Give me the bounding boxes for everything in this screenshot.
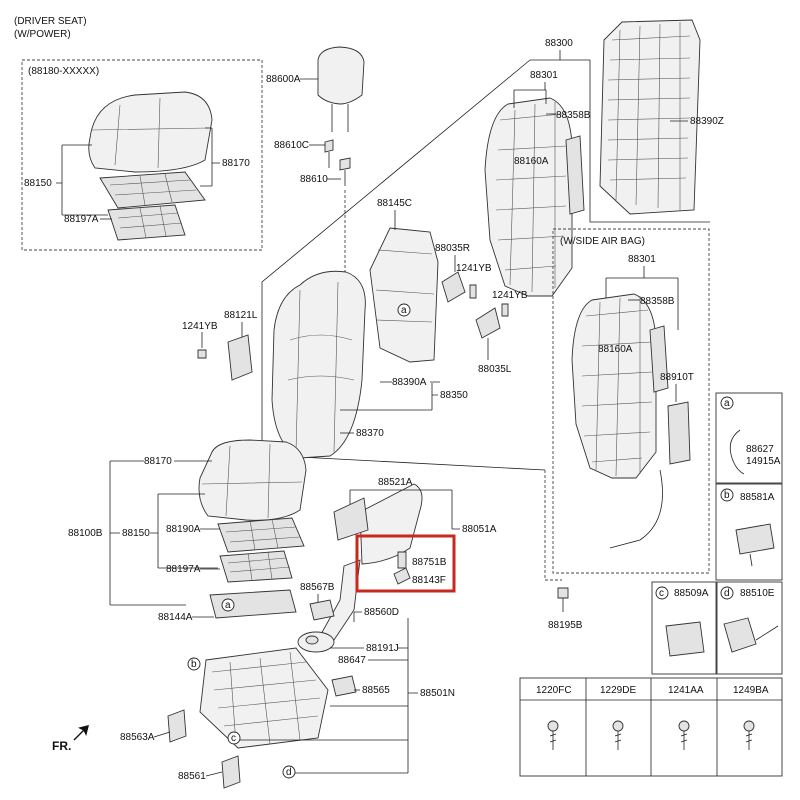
panel-c-callout: c	[659, 588, 664, 599]
label-88144A: 88144A	[158, 612, 193, 623]
callout-a-1: a	[401, 305, 407, 316]
seat-back-cover-illustration	[271, 270, 366, 459]
cushion-variant-box	[21, 59, 263, 251]
fastener-1241AA: 1241AA	[668, 685, 704, 696]
panel-a-callout: a	[724, 398, 730, 409]
cushion-top-illustration	[88, 91, 213, 241]
label-88358B: 88358B	[556, 110, 591, 121]
header-line2: (W/POWER)	[14, 29, 71, 40]
callout-d-1: d	[286, 767, 292, 778]
label-88390Z: 88390Z	[690, 116, 724, 127]
fastener-1229DE: 1229DE	[600, 685, 636, 696]
label-88145C: 88145C	[377, 198, 412, 209]
panel-b	[715, 483, 783, 581]
label-88100B: 88100B	[68, 528, 103, 539]
label-88197A-mid: 88197A	[166, 564, 201, 575]
fastener-1249BA: 1249BA	[733, 685, 769, 696]
label-88121L: 88121L	[224, 310, 258, 321]
back-pad-88145C	[369, 227, 439, 363]
motor-assembly-illustration	[297, 631, 335, 653]
headrest-illustration	[317, 46, 365, 186]
panel-a-part-2: 14915A	[746, 456, 781, 467]
label-88561: 88561	[178, 771, 206, 782]
fastener-screw-icons	[547, 720, 755, 750]
label-88600A: 88600A	[266, 74, 301, 85]
panel-d-part: 88510E	[740, 588, 775, 599]
seat-cushion-illustration	[198, 439, 307, 583]
label-88160A-sab: 88160A	[598, 344, 633, 355]
side-airbag-frame-illustration	[571, 293, 691, 549]
panel-b-callout: b	[724, 490, 730, 501]
panel-c-part: 88509A	[674, 588, 709, 599]
panel-d	[716, 581, 783, 675]
label-88150-top: 88150	[24, 178, 52, 189]
highlight-box	[355, 534, 456, 593]
label-1241YB-b: 1241YB	[492, 290, 528, 301]
label-88390A: 88390A	[392, 377, 427, 388]
label-88610C: 88610C	[274, 140, 309, 151]
label-88567B: 88567B	[300, 582, 335, 593]
label-88300: 88300	[545, 38, 573, 49]
label-88501N: 88501N	[420, 688, 455, 699]
seat-track-illustration	[167, 647, 357, 789]
label-88751B: 88751B	[412, 557, 447, 568]
front-mark: FR.	[52, 739, 71, 753]
panel-a	[715, 392, 783, 484]
fastener-1220FC: 1220FC	[536, 685, 572, 696]
front-arrow-icon	[73, 725, 89, 741]
callout-b-1: b	[191, 659, 197, 670]
label-88143F: 88143F	[412, 575, 446, 586]
label-88035L: 88035L	[478, 364, 512, 375]
label-88035R: 88035R	[435, 243, 470, 254]
label-88647: 88647	[338, 655, 366, 666]
back-board-illustration	[599, 19, 701, 215]
label-88190A: 88190A	[166, 524, 201, 535]
label-88191J: 88191J	[366, 643, 399, 654]
knob-parts-illustration	[393, 551, 411, 585]
label-88610: 88610	[300, 174, 328, 185]
label-88195B: 88195B	[548, 620, 583, 631]
label-88150-mid: 88150	[122, 528, 150, 539]
panel-a-part-1: 88627	[746, 444, 774, 455]
label-1241YB-c: 1241YB	[182, 321, 218, 332]
cushion-variant-label: (88180-XXXXX)	[28, 66, 99, 77]
label-88301: 88301	[530, 70, 558, 81]
callout-a-2: a	[225, 600, 231, 611]
callout-c-1: c	[231, 733, 236, 744]
label-88170-mid: 88170	[144, 456, 172, 467]
label-88910T: 88910T	[660, 372, 694, 383]
label-88565: 88565	[362, 685, 390, 696]
header-line1: (DRIVER SEAT)	[14, 16, 87, 27]
label-1241YB-a: 1241YB	[456, 263, 492, 274]
label-88301-sab: 88301	[628, 254, 656, 265]
panel-c	[651, 581, 717, 675]
label-88563A: 88563A	[120, 732, 155, 743]
label-88521A: 88521A	[378, 477, 413, 488]
label-88350: 88350	[440, 390, 468, 401]
label-88560D: 88560D	[364, 607, 399, 618]
side-airbag-label: (W/SIDE AIR BAG)	[560, 236, 645, 247]
side-airbag-box	[552, 228, 710, 574]
label-88170-top: 88170	[222, 158, 250, 169]
seat-back-frame-illustration	[484, 97, 585, 297]
label-88197A-top: 88197A	[64, 214, 99, 225]
label-88051A: 88051A	[462, 524, 497, 535]
panel-b-part: 88581A	[740, 492, 775, 503]
label-88370: 88370	[356, 428, 384, 439]
label-88358B-sab: 88358B	[640, 296, 675, 307]
panel-d-callout: d	[724, 588, 730, 599]
label-88160A: 88160A	[514, 156, 549, 167]
